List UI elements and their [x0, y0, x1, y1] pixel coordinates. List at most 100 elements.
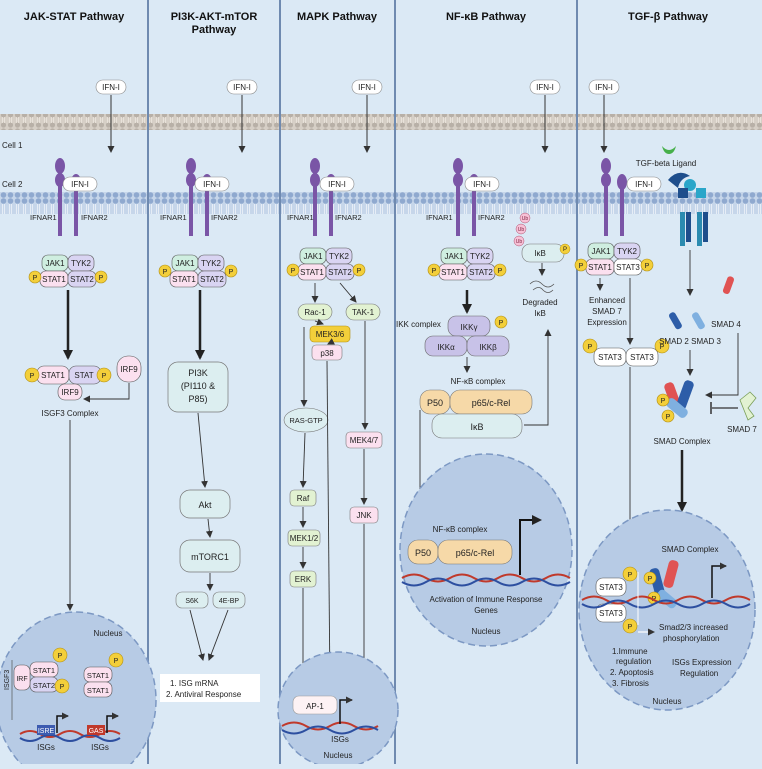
ub-3: Ub: [516, 239, 523, 245]
svg-text:IκB: IκB: [470, 422, 483, 432]
nuclear-stat3: STAT3 STAT3 P P: [595, 566, 638, 634]
ifnar1-nfkb: IFNAR1: [426, 213, 453, 222]
tak1-label: TAK-1: [352, 308, 375, 317]
svg-text:TYK2: TYK2: [329, 252, 350, 261]
svg-text:IFN-I: IFN-I: [595, 83, 613, 92]
enhanced-l1: Enhanced: [589, 296, 625, 305]
activation-l2: Genes: [474, 606, 498, 615]
mtorc1-label: mTORC1: [191, 552, 229, 562]
ifnar2-jak: IFNAR2: [81, 213, 108, 222]
ifn-top-jak: IFN-I: [95, 79, 127, 95]
p38-label: p38: [320, 349, 334, 358]
cell2-label: Cell 2: [2, 180, 23, 189]
nfkb-nucleus-label: Nucleus: [472, 627, 501, 636]
jnk-box: [349, 506, 379, 524]
pi3k-label-2: (PI110 &: [181, 381, 215, 391]
raf-label: Raf: [297, 494, 310, 503]
s6k-label: S6K: [185, 598, 199, 605]
svg-text:STAT2: STAT2: [469, 268, 493, 277]
degraded-l2: IκB: [534, 309, 546, 318]
pi3k-label-1: PI3K: [188, 368, 208, 378]
nuclear-smad-p1: P: [648, 576, 653, 583]
result-2: 2. Apoptosis: [610, 668, 654, 677]
svg-text:STAT1: STAT1: [42, 275, 66, 284]
dna-icon: [281, 721, 379, 735]
svg-text:STAT1: STAT1: [588, 263, 612, 272]
pi3k-label-3: P85): [188, 394, 207, 404]
degraded-ikb-icon: [529, 280, 555, 293]
svg-text:P: P: [588, 344, 593, 351]
enhanced-l2: SMAD 7: [592, 307, 622, 316]
svg-text:P50: P50: [427, 398, 443, 408]
jak-nucleus-label: Nucleus: [94, 629, 123, 638]
ubiquitin-icon: [513, 212, 531, 247]
svg-text:P: P: [114, 658, 119, 665]
mtorc1-box: [179, 539, 241, 573]
svg-text:STAT3: STAT3: [598, 353, 622, 362]
result-1-l2: regulation: [616, 657, 651, 666]
smad4-label: SMAD 4: [711, 320, 741, 329]
svg-text:P: P: [99, 275, 104, 282]
pi3k-output-2: 2. Antiviral Response: [166, 690, 242, 699]
svg-text:STAT1: STAT1: [300, 268, 324, 277]
isgf3-vertical-label: ISGF3: [4, 670, 11, 690]
jak-title: JAK-STAT Pathway: [24, 11, 125, 23]
smad-phos-l2: phosphorylation: [663, 634, 719, 643]
column-dividers: [147, 0, 578, 764]
isgf3-label: ISGF3 Complex: [42, 409, 99, 418]
jak-stat-complex-nfkb: JAK1 TYK2 STAT1 STAT2 P P: [427, 247, 507, 281]
nfkb-nuclear-complex-label: NF-κB complex: [433, 525, 488, 534]
dna-icon: [401, 573, 571, 587]
isre-box: [37, 725, 55, 735]
tak1-box: [345, 303, 381, 321]
svg-text:JAK1: JAK1: [45, 259, 65, 268]
pi3k-output-box: [160, 674, 260, 702]
svg-text:STAT1: STAT1: [172, 275, 196, 284]
mek47-box: [345, 431, 383, 449]
isg-reg-l2: Regulation: [680, 669, 718, 678]
mapk-title: MAPK Pathway: [297, 11, 378, 23]
svg-text:STAT1: STAT1: [87, 671, 109, 680]
ifnar2-mapk: IFNAR2: [335, 213, 362, 222]
nfkb-title: NF-κB Pathway: [446, 11, 527, 23]
ikb-phospho: P: [563, 247, 567, 253]
smad-protein-icon: [668, 276, 734, 330]
ikk-complex-label: IKK complex: [396, 320, 441, 329]
ifnar2-pi3k: IFNAR2: [211, 213, 238, 222]
irf9-free: [116, 355, 142, 383]
isre-label: ISRE: [38, 728, 55, 735]
svg-text:TYK2: TYK2: [201, 259, 222, 268]
gas-label: GAS: [89, 728, 104, 735]
mek12-box: [287, 529, 321, 547]
svg-text:TYK2: TYK2: [71, 259, 92, 268]
4ebp-box: [212, 591, 246, 609]
smad-protein-icon: [739, 391, 757, 421]
smad-phos-l1: Smad2/3 increased: [659, 623, 728, 632]
svg-text:P50: P50: [415, 548, 431, 558]
ifn-top-tgf: IFN-I: [588, 79, 620, 95]
svg-text:P: P: [628, 572, 633, 579]
mek36-label: MEK3/6: [316, 330, 345, 339]
rac1-label: Rac-1: [304, 308, 326, 317]
ifnar1-jak: IFNAR1: [30, 213, 57, 222]
mek12-label: MEK1/2: [290, 534, 319, 543]
svg-text:P: P: [102, 373, 107, 380]
svg-text:STAT3: STAT3: [630, 353, 654, 362]
svg-text:STAT3: STAT3: [599, 583, 623, 592]
akt-box: [179, 489, 231, 519]
jnk-label: JNK: [356, 511, 372, 520]
stat3-dimer: STAT3 STAT3 P P: [582, 338, 670, 367]
svg-text:P: P: [229, 269, 234, 276]
svg-text:JAK1: JAK1: [175, 259, 195, 268]
svg-text:STAT3: STAT3: [616, 263, 640, 272]
rasgtp-node: [283, 407, 329, 433]
svg-text:TYK2: TYK2: [470, 252, 491, 261]
pi3k-title-l1: PI3K-AKT-mTOR: [171, 11, 258, 23]
svg-text:IKKα: IKKα: [437, 343, 455, 352]
ikk-complex: IKKγ IKKα IKKβ P: [424, 315, 510, 357]
svg-text:STAT2: STAT2: [200, 275, 224, 284]
ifn-receptor-tgf: IFN-I: [635, 180, 653, 189]
nucleus-icon: [578, 509, 756, 711]
svg-text:IRF9: IRF9: [61, 388, 79, 397]
